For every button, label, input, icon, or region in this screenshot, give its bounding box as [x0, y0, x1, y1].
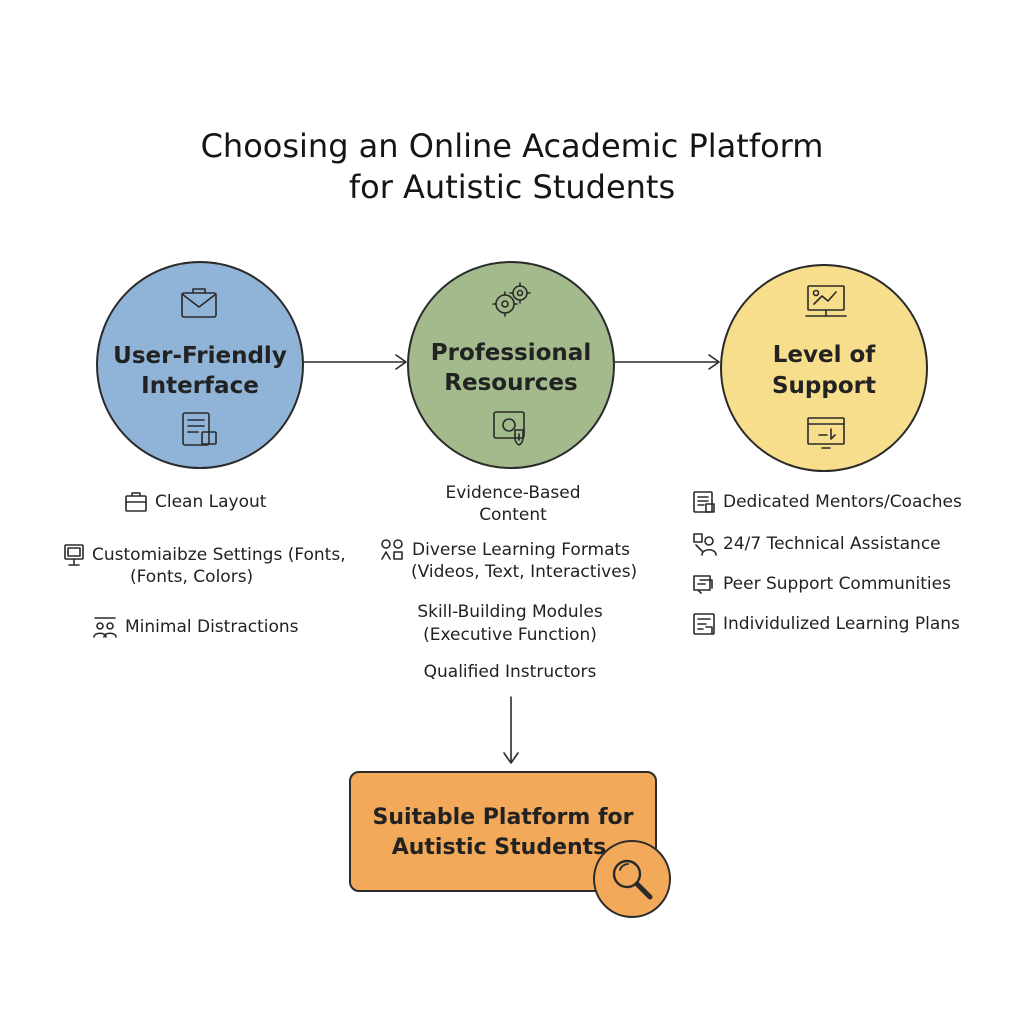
- chat-icon: [691, 571, 717, 597]
- list-item: Diverse Learning Formats: [378, 537, 630, 563]
- diagram-title-line1: Choosing an Online Academic Platform: [200, 127, 824, 165]
- diagram-title-line2: for Autistic Students: [348, 168, 676, 206]
- node-label-user-friendly-line2: Interface: [141, 373, 259, 399]
- item-customize-settings-line2: (Fonts, Colors): [130, 567, 254, 587]
- item-diverse-formats-line1: Diverse Learning Formats: [412, 540, 631, 560]
- node-label-professional-line2: Resources: [444, 370, 578, 396]
- item-skill-building-line1: Skill-Building Modules: [417, 602, 603, 622]
- result-label-line1: Suitable Platform for: [372, 805, 634, 830]
- item-diverse-formats-line2: (Videos, Text, Interactives): [411, 562, 638, 582]
- node-professional-resources: [407, 261, 615, 469]
- node-label-support-line2: Support: [771, 373, 876, 399]
- shield-folder-icon: [493, 411, 525, 446]
- magnifier-icon: [612, 859, 653, 900]
- node-label-support-line1: Level of: [772, 342, 876, 368]
- result-label-line2: Autistic Students: [391, 835, 607, 860]
- person-tool-icon: [691, 531, 717, 557]
- layout-icon: [123, 490, 149, 514]
- item-qualified-instructors: Qualified Instructors: [423, 662, 597, 682]
- list-item: Customiaibze Settings (Fonts,: [62, 542, 346, 568]
- list-item: Individulized Learning Plans: [691, 611, 960, 637]
- item-minimal-distractions: Minimal Distractions: [125, 617, 299, 637]
- item-peer-support: Peer Support Communities: [723, 574, 951, 594]
- list-item: Clean Layout: [123, 490, 266, 514]
- item-dedicated-mentors: Dedicated Mentors/Coaches: [723, 492, 962, 512]
- item-evidence-based-line2: Content: [479, 505, 547, 525]
- list-item: 24/7 Technical Assistance: [691, 531, 941, 557]
- list-item: Minimal Distractions: [91, 614, 299, 640]
- node-user-friendly-interface: [96, 261, 304, 469]
- gears-icon: [492, 282, 531, 317]
- envelope-icon: [181, 288, 217, 318]
- document-form-icon: [182, 412, 217, 446]
- magnifier-badge: [593, 840, 671, 918]
- presentation-icon: [805, 285, 847, 317]
- monitor-icon: [62, 542, 86, 568]
- item-individualized-plans: Individulized Learning Plans: [723, 614, 960, 634]
- node-label-user-friendly-line1: User-Friendly: [113, 343, 287, 369]
- list-item: Dedicated Mentors/Coaches: [691, 489, 962, 515]
- item-skill-building-line2: (Executive Function): [423, 625, 597, 645]
- people-icon: [91, 614, 119, 640]
- item-clean-layout: Clean Layout: [155, 492, 267, 512]
- node-label-professional-line1: Professional: [430, 340, 592, 366]
- item-customize-settings-line1: Customiaibze Settings (Fonts,: [92, 545, 346, 565]
- plan-icon: [691, 611, 717, 637]
- browser-window-icon: [807, 417, 845, 449]
- notes-icon: [691, 489, 717, 515]
- formats-icon: [378, 537, 406, 563]
- list-item: Peer Support Communities: [691, 571, 951, 597]
- item-evidence-based-line1: Evidence-Based: [445, 483, 581, 503]
- item-technical-assistance: 24/7 Technical Assistance: [723, 534, 941, 554]
